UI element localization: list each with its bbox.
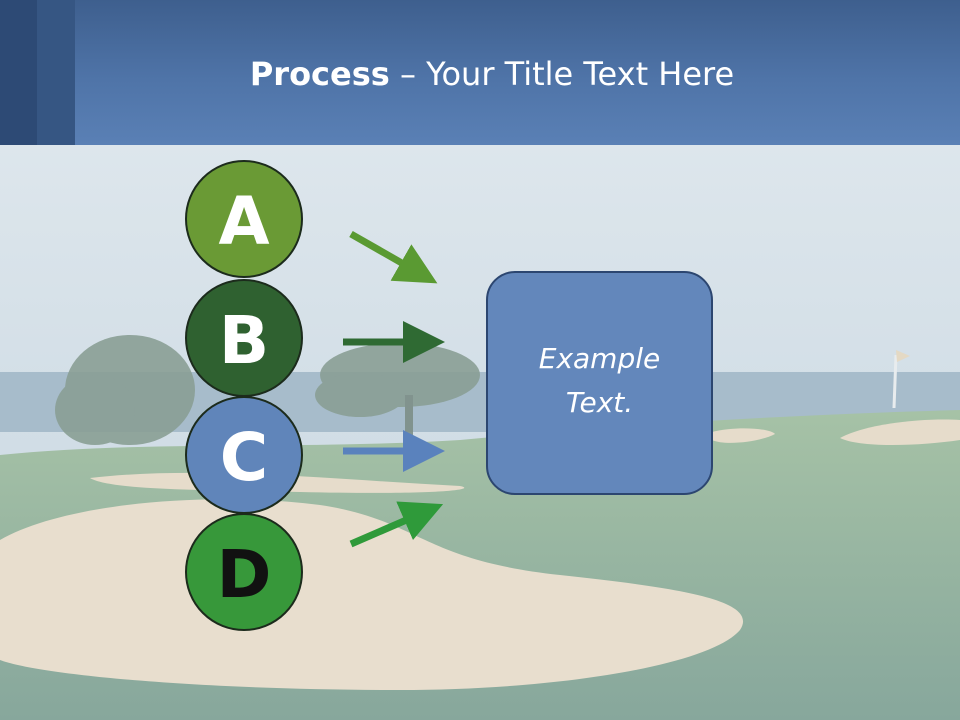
target-text-line-2: Text. bbox=[565, 386, 634, 419]
step-a-circle bbox=[185, 160, 303, 278]
step-c: C bbox=[185, 396, 303, 514]
step-b: B bbox=[185, 279, 303, 397]
target-text: Example Text. bbox=[488, 337, 711, 425]
slide-title: Process – Your Title Text Here bbox=[0, 55, 960, 93]
arrow-d bbox=[349, 501, 444, 548]
step-a: A bbox=[185, 160, 303, 278]
step-a-letter: A bbox=[218, 183, 269, 260]
title-bold: Process bbox=[249, 55, 390, 93]
step-b-letter: B bbox=[219, 302, 269, 379]
title-rest: – Your Title Text Here bbox=[389, 55, 735, 93]
step-d-letter: D bbox=[217, 536, 272, 613]
header-accent-stripe bbox=[0, 0, 37, 145]
arrow-a bbox=[349, 230, 438, 284]
target-text-line-1: Example bbox=[538, 342, 661, 375]
target-box bbox=[486, 271, 713, 495]
header-accent-stripe bbox=[37, 0, 75, 145]
title-bar bbox=[0, 0, 960, 145]
step-b-circle bbox=[185, 279, 303, 397]
step-d: D bbox=[185, 513, 303, 631]
step-c-letter: C bbox=[220, 419, 268, 496]
